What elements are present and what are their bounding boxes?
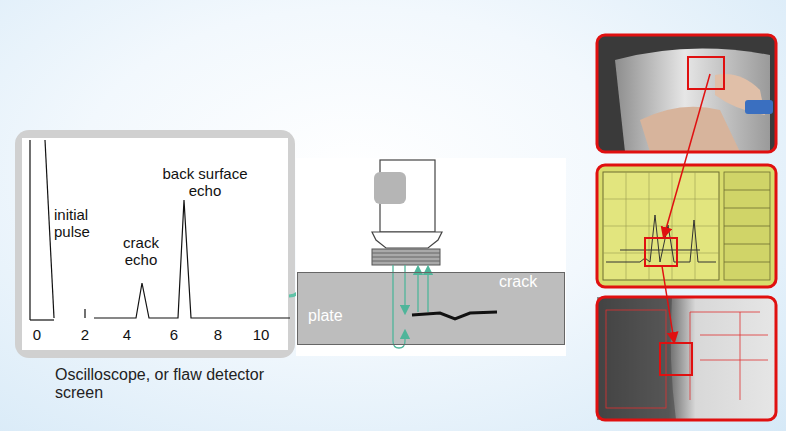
axis-number: 8 bbox=[208, 326, 228, 343]
axis-number: 4 bbox=[117, 326, 137, 343]
axis-number: 6 bbox=[164, 326, 184, 343]
crack-label: crack bbox=[499, 273, 559, 291]
axis-number: 2 bbox=[75, 326, 95, 343]
axis-number: 0 bbox=[27, 326, 47, 343]
axis-number: 10 bbox=[248, 326, 274, 343]
plate-label: plate bbox=[308, 307, 368, 325]
signal-label: initial pulse bbox=[54, 206, 109, 241]
plate-block: plate crack bbox=[297, 272, 565, 345]
screen-caption: Oscilloscope, or flaw detector screen bbox=[55, 366, 265, 403]
signal-label: back surface echo bbox=[154, 165, 256, 200]
signal-label: crack echo bbox=[110, 234, 172, 269]
